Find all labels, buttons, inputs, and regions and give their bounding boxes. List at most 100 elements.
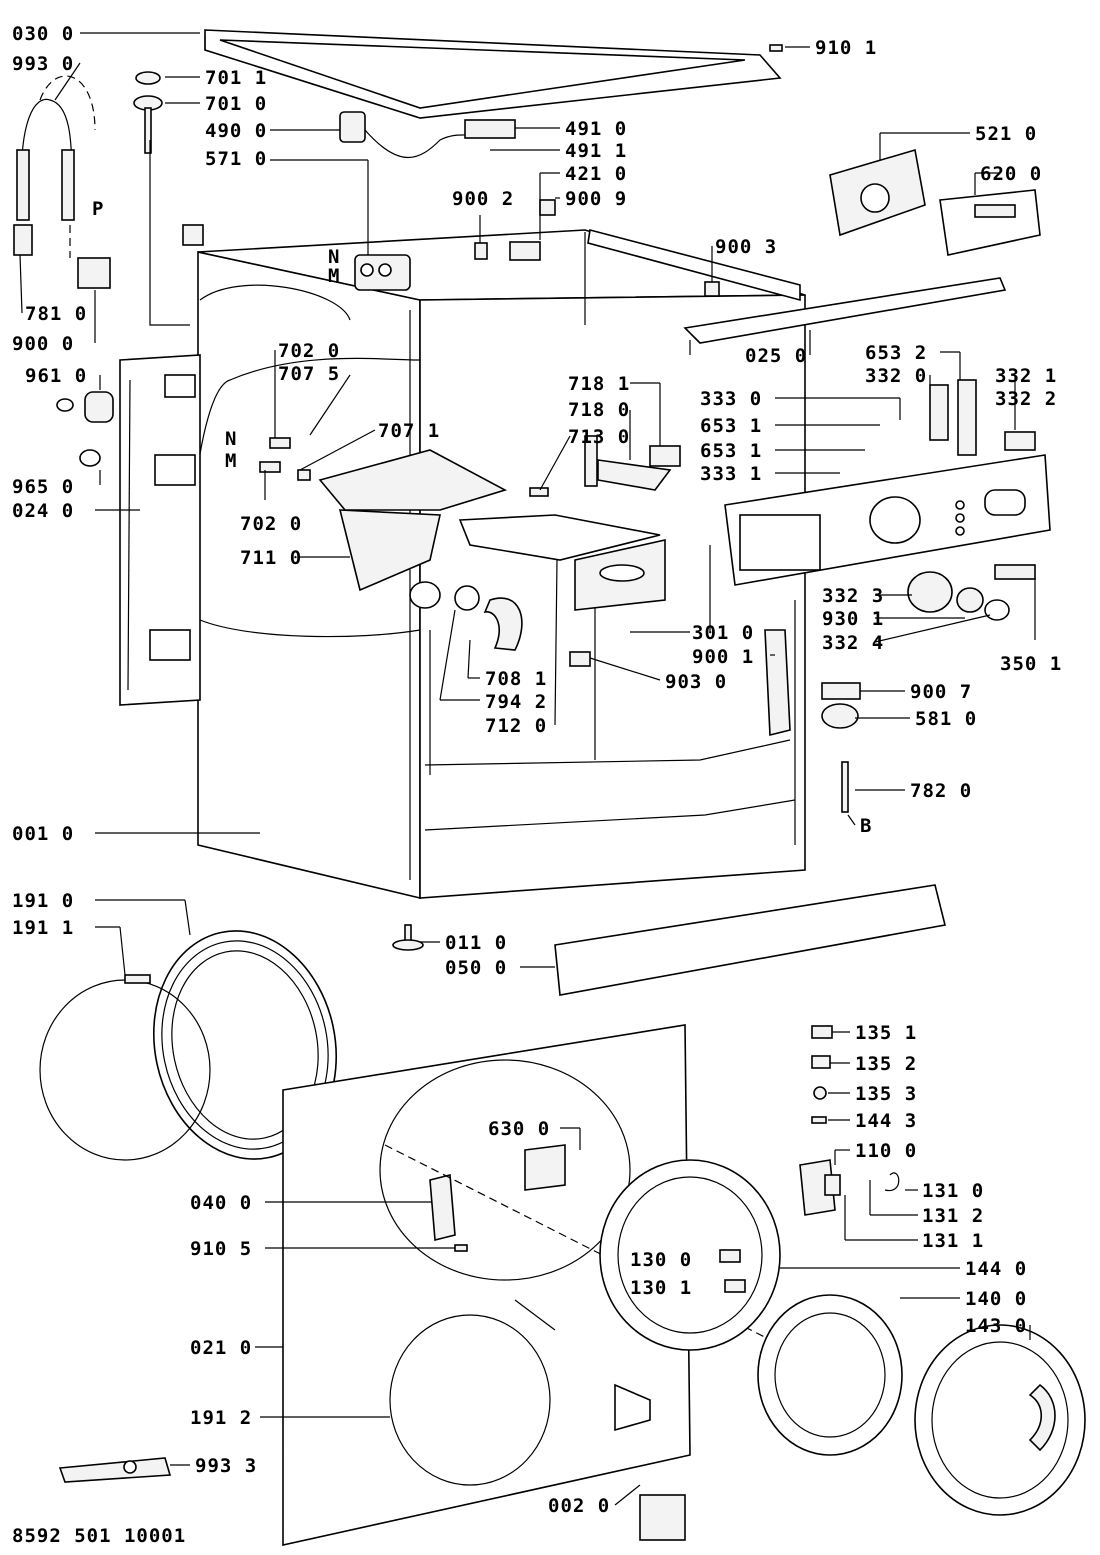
label-961-0: 961 0: [25, 365, 87, 387]
label-135-3: 135 3: [855, 1083, 917, 1105]
label-900-1: 900 1: [692, 646, 754, 668]
filter-clip: [539, 199, 556, 216]
hose-joint-n: [269, 437, 291, 449]
label-630-0: 630 0: [488, 1118, 550, 1140]
filter-900-7: [821, 682, 861, 700]
label-910-1: 910 1: [815, 37, 877, 59]
siphon-cap: [649, 445, 681, 467]
label-794-2: 794 2: [485, 691, 547, 713]
label-965-0: 965 0: [12, 476, 74, 498]
label-930-1: 930 1: [822, 608, 884, 630]
label-130-0: 130 0: [630, 1249, 692, 1271]
drain-hose: [13, 75, 111, 289]
label-910-5: 910 5: [190, 1238, 252, 1260]
gasket-spring: [124, 974, 151, 984]
label-702-0-lower: 702 0: [240, 513, 302, 535]
joint-707-1: [297, 469, 311, 481]
door-frame: [599, 1159, 781, 1351]
front-panel: [282, 1024, 821, 1546]
label-653-2: 653 2: [865, 342, 927, 364]
label-135-2: 135 2: [855, 1053, 917, 1075]
clip-713: [529, 487, 549, 497]
electronic-module: [829, 148, 926, 237]
label-491-1: 491 1: [565, 140, 627, 162]
label-040-0: 040 0: [190, 1192, 252, 1214]
label-713-0: 713 0: [568, 426, 630, 448]
label-050-0: 050 0: [445, 957, 507, 979]
label-n-hose: N: [225, 428, 237, 450]
screw-135-1: [811, 1025, 833, 1039]
label-781-0: 781 0: [25, 303, 87, 325]
label-011-0: 011 0: [445, 932, 507, 954]
detergent-dispenser: [318, 449, 508, 609]
control-panel-rail: [683, 277, 1007, 355]
label-900-0: 900 0: [12, 333, 74, 355]
control-panel: [724, 454, 1051, 586]
label-333-1: 333 1: [700, 463, 762, 485]
label-332-1: 332 1: [995, 365, 1057, 387]
button-rods: [1004, 431, 1036, 451]
spring-135-2: [811, 1055, 831, 1069]
label-m-valve: M: [328, 265, 340, 287]
label-718-1: 718 1: [568, 373, 630, 395]
leveling-foot-top: [133, 71, 190, 326]
screw-910-5: [454, 1244, 468, 1252]
label-332-2: 332 2: [995, 388, 1057, 410]
dispenser-bellows: [454, 585, 523, 651]
panel-clip: [614, 1383, 651, 1432]
label-p: P: [92, 198, 104, 220]
label-900-9: 900 9: [565, 188, 627, 210]
door-outer-ring: [914, 1324, 1086, 1516]
label-143-0: 143 0: [965, 1315, 1027, 1337]
label-701-0: 701 0: [205, 93, 267, 115]
screw-144-3: [811, 1116, 827, 1124]
door-lock-900-1: [764, 629, 791, 737]
top-cover: [204, 29, 782, 119]
label-332-4: 332 4: [822, 632, 884, 654]
label-571-0: 571 0: [205, 148, 267, 170]
label-191-1: 191 1: [12, 917, 74, 939]
push-buttons: [929, 384, 949, 441]
label-491-0: 491 0: [565, 118, 627, 140]
door-hinge-130-0: [719, 1249, 741, 1263]
label-993-3: 993 3: [195, 1455, 257, 1477]
handle-spring: [884, 1172, 900, 1192]
leader-lines: [19, 32, 1036, 1506]
label-021-0: 021 0: [190, 1337, 252, 1359]
label-993-0: 993 0: [12, 53, 74, 75]
rod-782: [841, 761, 849, 813]
label-782-0: 782 0: [910, 780, 972, 802]
label-030-0: 030 0: [12, 23, 74, 45]
knob-332-3: [907, 571, 953, 613]
label-191-0: 191 0: [12, 890, 74, 912]
label-421-0: 421 0: [565, 163, 627, 185]
label-144-3: 144 3: [855, 1110, 917, 1132]
label-702-0-upper: 702 0: [278, 340, 340, 362]
label-708-1: 708 1: [485, 668, 547, 690]
led-lens: [957, 379, 977, 456]
plinth: [554, 884, 946, 996]
label-490-0: 490 0: [205, 120, 267, 142]
label-001-0: 001 0: [12, 823, 74, 845]
label-900-7: 900 7: [910, 681, 972, 703]
label-718-0: 718 0: [568, 399, 630, 421]
label-900-3: 900 3: [715, 236, 777, 258]
label-581-0: 581 0: [915, 708, 977, 730]
clip-900-3: [704, 281, 720, 297]
label-131-0: 131 0: [922, 1180, 984, 1202]
label-024-0: 024 0: [12, 500, 74, 522]
part-labels: 030 0 993 0 701 1 701 0 490 0 571 0 491 …: [12, 23, 1061, 1547]
pressure-hose-clip: [182, 224, 204, 246]
door-hinge-130-1: [724, 1279, 746, 1293]
transport-tool: [58, 1457, 172, 1483]
leveling-foot: [392, 924, 424, 951]
label-653-1-a: 653 1: [700, 415, 762, 437]
door-glass: [757, 1294, 903, 1456]
screw-910-1: [769, 44, 783, 52]
dispenser-drawer: [458, 514, 666, 611]
label-002-0: 002 0: [548, 1495, 610, 1517]
label-521-0: 521 0: [975, 123, 1037, 145]
label-b: B: [860, 815, 872, 837]
label-712-0: 712 0: [485, 715, 547, 737]
